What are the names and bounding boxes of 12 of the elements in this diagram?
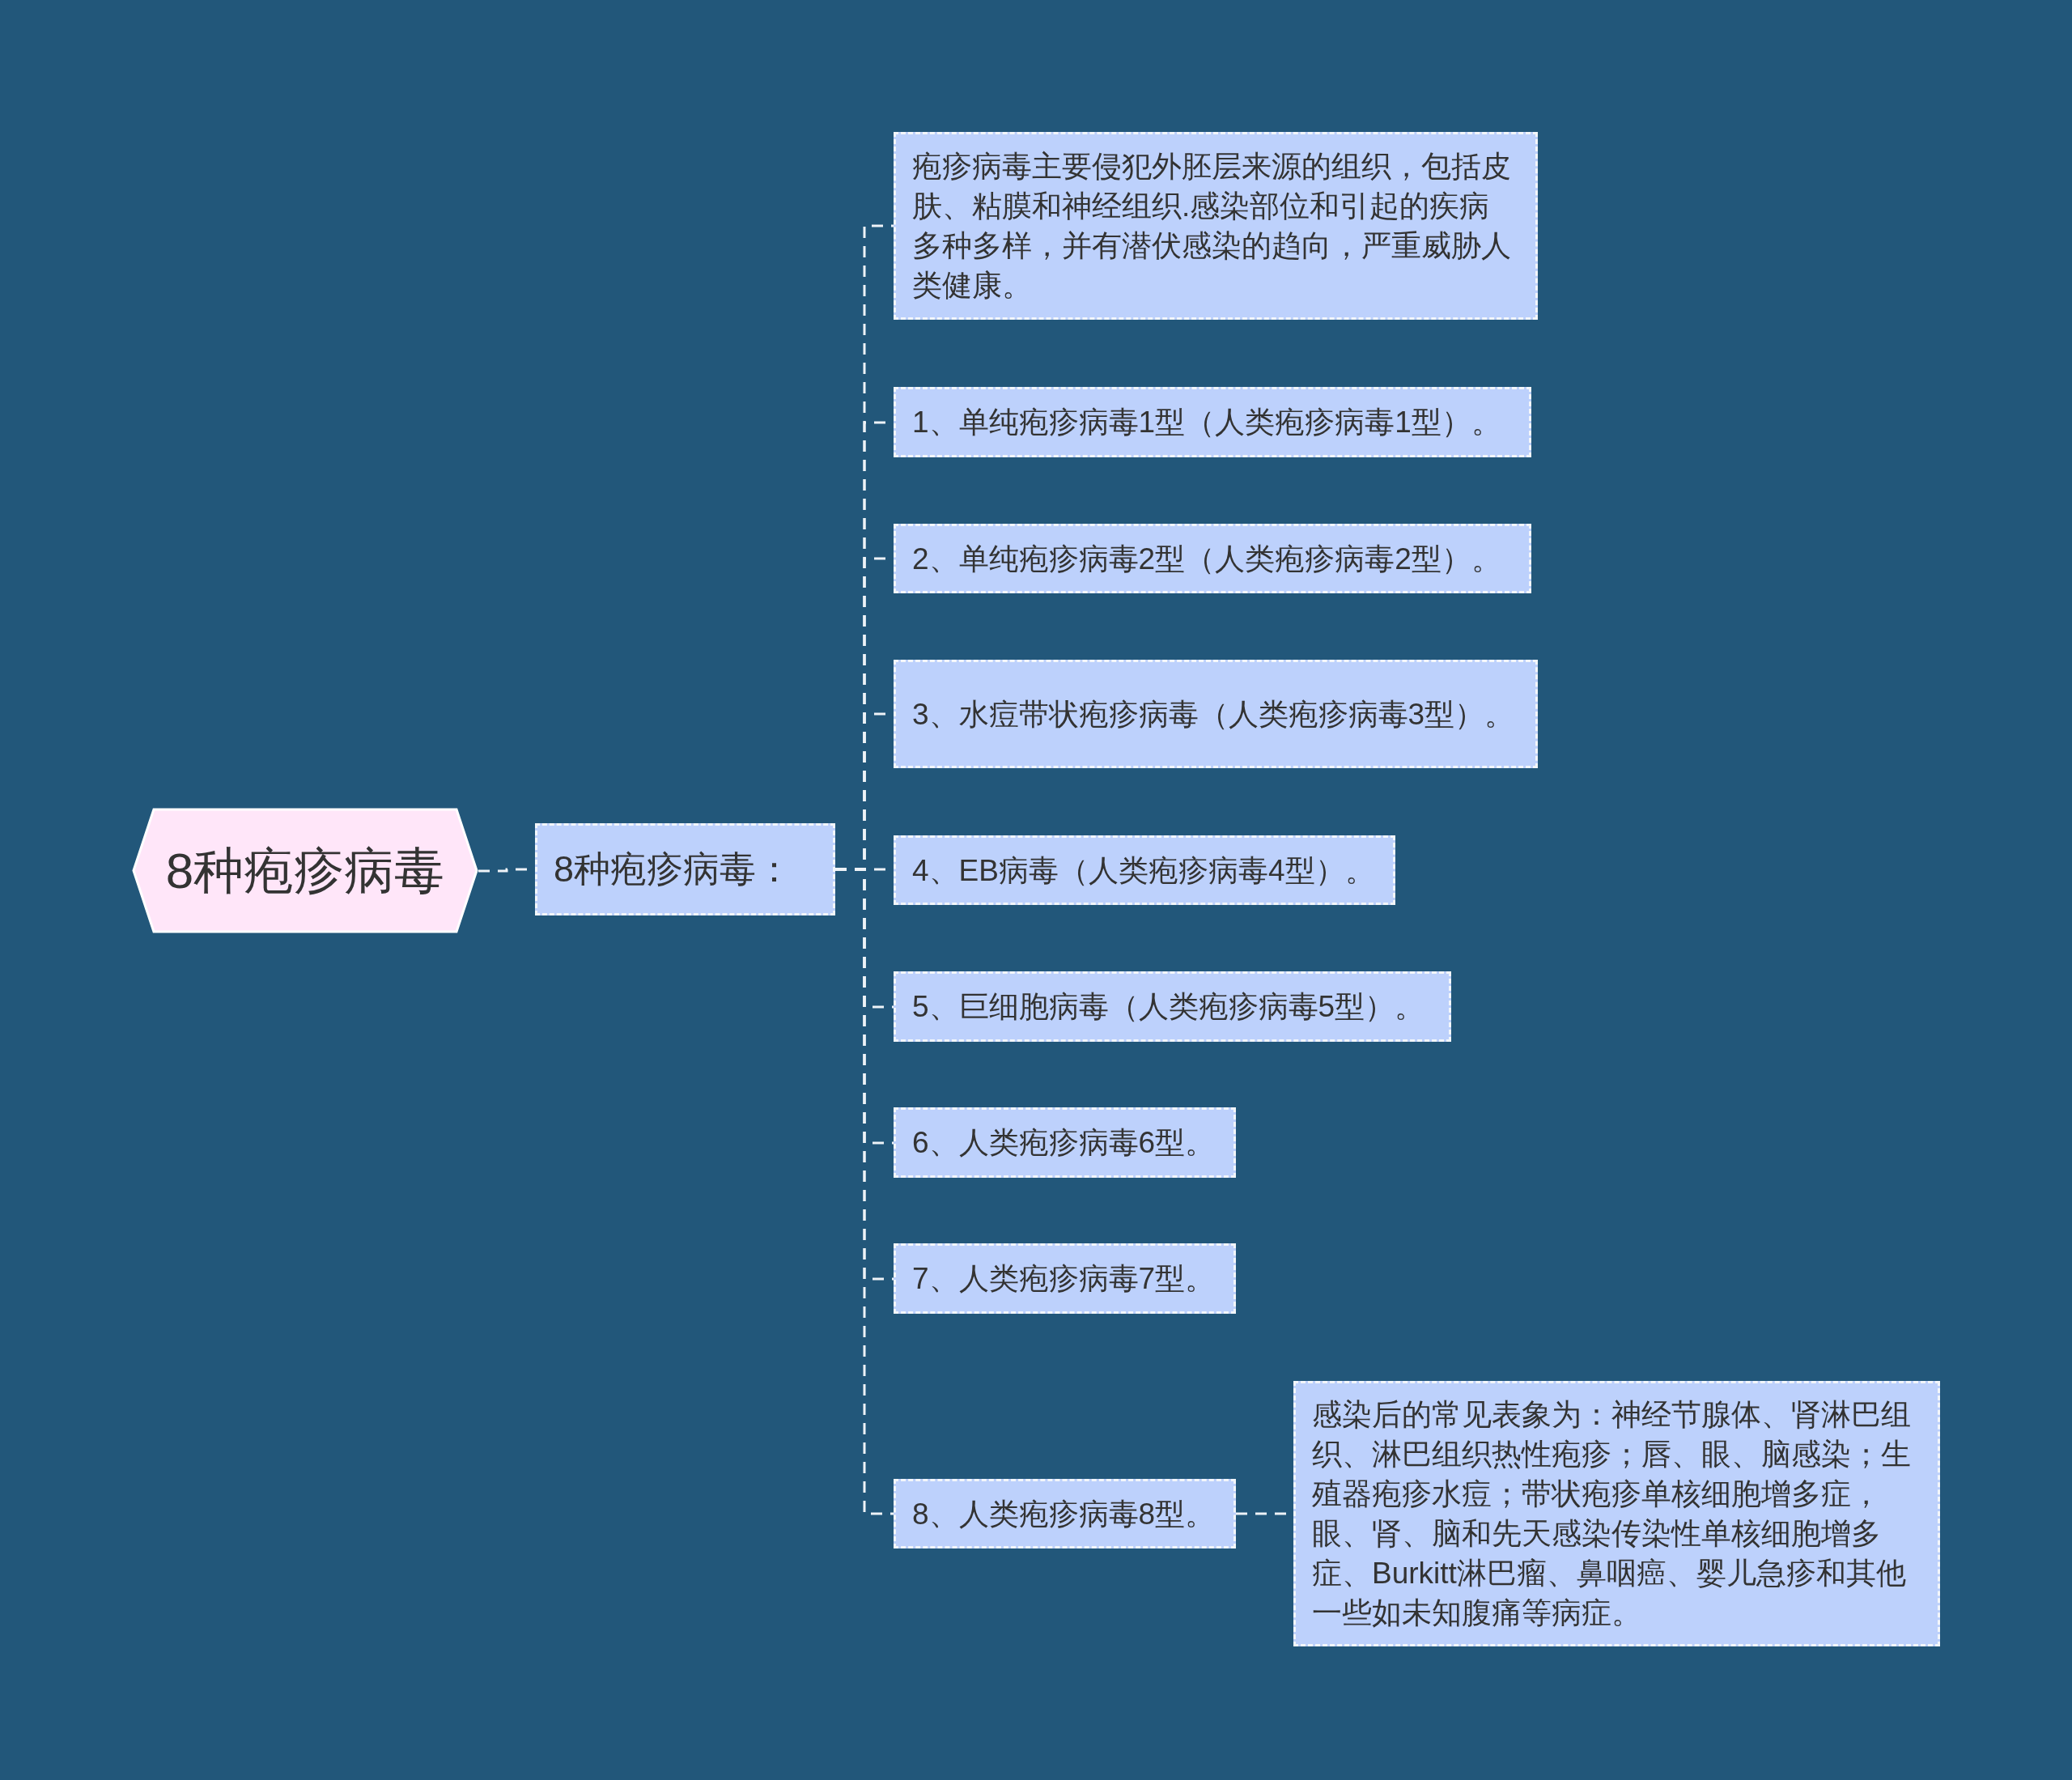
text-box: 7、人类疱疹病毒7型。 (894, 1243, 1236, 1314)
topic-box: 8种疱疹病毒： (535, 823, 835, 915)
text-box: 3、水痘带状疱疹病毒（人类疱疹病毒3型）。 (894, 660, 1538, 768)
text-box: 6、人类疱疹病毒6型。 (894, 1107, 1236, 1178)
text-box: 疱疹病毒主要侵犯外胚层来源的组织，包括皮肤、粘膜和神经组织.感染部位和引起的疾病多种多样，并有潜伏感染的趋向，严重威胁人类健康。 (894, 132, 1538, 320)
text-box: 感染后的常见表象为：神经节腺体、肾淋巴组织、淋巴组织热性疱疹；唇、眼、脑感染；生殖器疱疹水痘；带状疱疹单核细胞增多症，眼、肾、脑和先天感染传染性单核细胞增多症、Burkitt淋巴瘤、鼻咽癌、婴儿急疹和其他一些如未知腹痛等病症。 (1293, 1381, 1940, 1646)
text-box: 2、单纯疱疹病毒2型（人类疱疹病毒2型）。 (894, 524, 1531, 593)
topic-hexagon: 8种疱疹病毒 (132, 808, 478, 933)
text-box: 8、人类疱疹病毒8型。 (894, 1479, 1236, 1548)
text-box: 1、单纯疱疹病毒1型（人类疱疹病毒1型）。 (894, 387, 1531, 457)
text-box: 5、巨细胞病毒（人类疱疹病毒5型）。 (894, 971, 1451, 1042)
text-box: 4、EB病毒（人类疱疹病毒4型）。 (894, 835, 1395, 905)
